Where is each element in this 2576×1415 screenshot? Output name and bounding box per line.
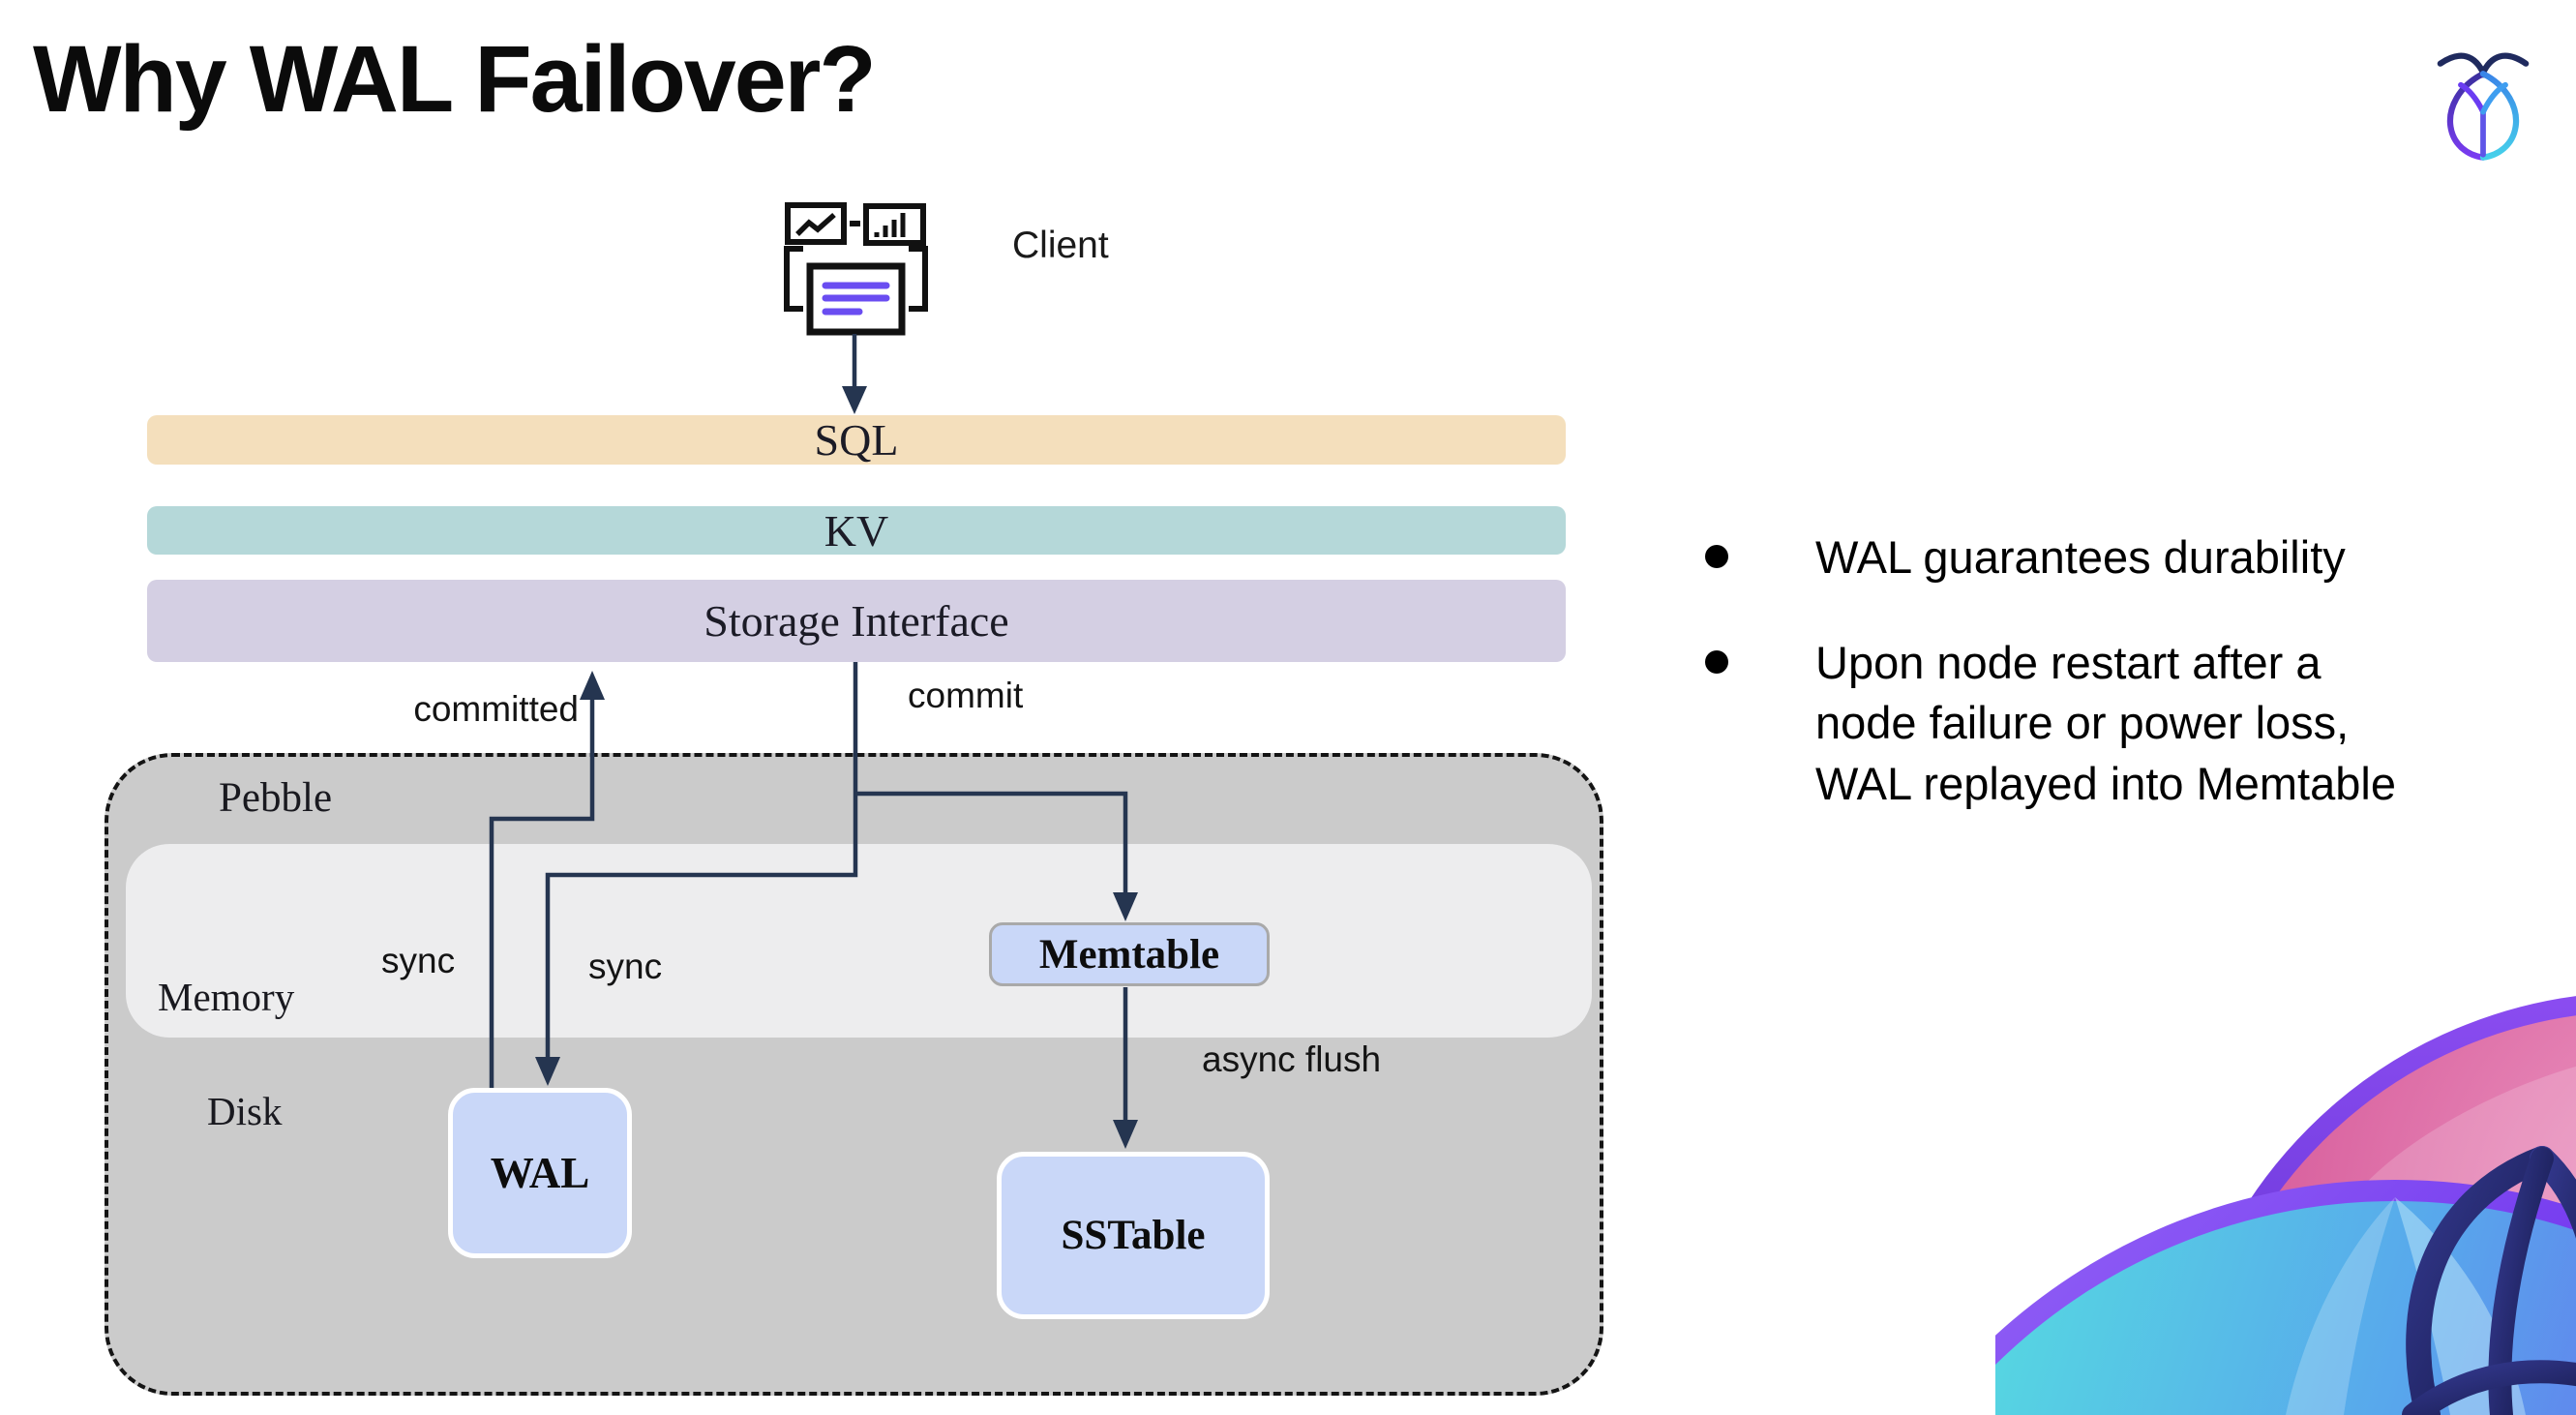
wal-node: WAL — [448, 1088, 632, 1258]
arrowhead-committed-up — [580, 671, 605, 700]
sstable-node: SSTable — [997, 1152, 1270, 1319]
layer-kv-label: KV — [824, 505, 889, 556]
arrowhead-client-sql — [842, 386, 867, 414]
bullet-icon — [1705, 649, 1728, 674]
edge-label-committed: committed — [413, 689, 579, 729]
client-workstation-icon — [784, 202, 928, 336]
edge-label-async-flush: async flush — [1202, 1039, 1382, 1079]
list-item: WAL guarantees durability — [1705, 527, 2557, 588]
bullet-icon — [1705, 545, 1728, 568]
bullet-text: WAL replayed into Memtable — [1815, 757, 2396, 809]
bullet-list: WAL guarantees durability Upon node rest… — [1705, 527, 2557, 858]
disk-label: Disk — [207, 1089, 283, 1133]
memtable-node: Memtable — [989, 922, 1270, 986]
memory-zone — [126, 844, 1592, 1038]
layer-sql: SQL — [147, 415, 1566, 465]
bullet-text: node failure or power loss, — [1815, 697, 2350, 748]
corner-brand-art — [1995, 996, 2576, 1415]
edge-label-sync-left: sync — [381, 941, 456, 980]
layer-storage-interface: Storage Interface — [147, 580, 1566, 662]
wal-label: WAL — [490, 1149, 590, 1197]
sstable-label: SSTable — [1061, 1213, 1206, 1258]
client-label: Client — [1012, 225, 1109, 266]
list-item: Upon node restart after a node failure o… — [1705, 633, 2557, 815]
memtable-label: Memtable — [1038, 931, 1220, 978]
cockroachdb-logo-icon — [2437, 52, 2530, 161]
bullet-text: WAL guarantees durability — [1815, 531, 2346, 583]
page-title: Why WAL Failover? — [33, 26, 877, 132]
layer-kv: KV — [147, 505, 1566, 556]
layer-storage-label: Storage Interface — [704, 596, 1009, 646]
bullet-text: Upon node restart after a — [1815, 636, 2321, 688]
layer-sql-label: SQL — [814, 415, 899, 465]
edge-label-commit: commit — [908, 676, 1024, 715]
pebble-label: Pebble — [219, 775, 333, 821]
edge-label-sync-right: sync — [588, 947, 663, 986]
memory-label: Memory — [158, 975, 295, 1019]
